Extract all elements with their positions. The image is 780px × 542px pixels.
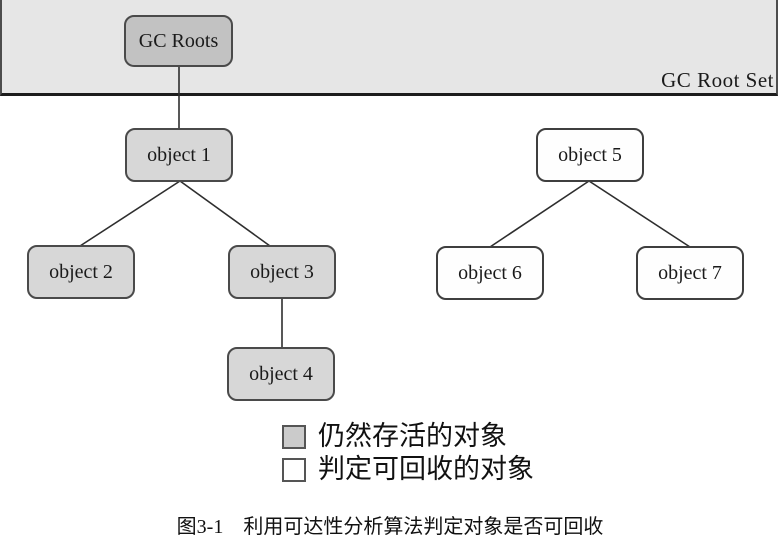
legend-swatch-alive <box>282 424 306 449</box>
connector-object1-object3 <box>179 180 271 247</box>
node-object2: object 2 <box>27 245 135 299</box>
legend-label-recyclable: 判定可回收的对象 <box>318 454 534 484</box>
node-object1: object 1 <box>125 128 233 182</box>
connector-object1-object2 <box>79 180 181 247</box>
gc-root-set-label: GC Root Set <box>661 68 774 92</box>
legend-row-recyclable: 判定可回收的对象 <box>282 453 534 486</box>
node-object3: object 3 <box>228 245 336 299</box>
legend-label-alive: 仍然存活的对象 <box>318 421 507 451</box>
connector-object5-object6 <box>489 180 590 248</box>
node-object5: object 5 <box>536 128 644 182</box>
connector-object5-object7 <box>588 180 691 248</box>
figure-caption: 图3-1 利用可达性分析算法判定对象是否可回收 <box>0 510 780 539</box>
figure-number: 图3-1 <box>176 516 224 538</box>
legend-swatch-recyclable <box>282 457 306 482</box>
node-object7: object 7 <box>636 246 744 300</box>
legend-row-alive: 仍然存活的对象 <box>282 420 534 453</box>
node-object6: object 6 <box>436 246 544 300</box>
figure-title: 利用可达性分析算法判定对象是否可回收 <box>243 516 604 538</box>
legend: 仍然存活的对象 判定可回收的对象 <box>282 420 534 486</box>
node-object4: object 4 <box>227 347 335 401</box>
gc-roots-node: GC Roots <box>124 15 233 67</box>
